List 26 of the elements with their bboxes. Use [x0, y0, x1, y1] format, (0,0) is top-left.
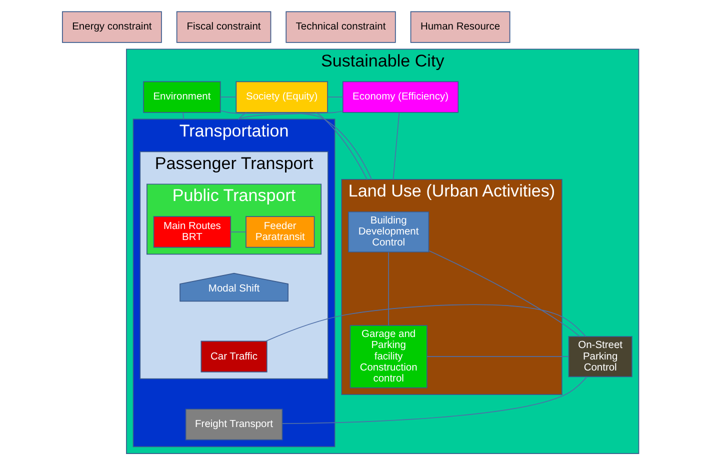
connector	[237, 110, 343, 120]
connector	[220, 96, 236, 98]
node-box: Main Routes BRT	[152, 216, 231, 248]
connector	[392, 112, 400, 180]
connector	[281, 376, 587, 424]
node-box: Car Traffic	[200, 340, 267, 372]
connector	[265, 304, 586, 342]
connector	[326, 96, 343, 98]
connector	[220, 110, 372, 180]
connector	[182, 112, 184, 120]
connector	[426, 356, 568, 358]
node-box: Feeder Paratransit	[245, 216, 314, 248]
node-box: Fiscal constraint	[176, 11, 271, 43]
node-box: Building Development Control	[348, 211, 429, 252]
node-box: On-Street Parking Control	[568, 336, 632, 378]
connector	[237, 112, 246, 120]
node-box: Energy constraint	[61, 11, 162, 43]
node-box: Freight Transport	[184, 408, 282, 440]
node-box: Society (Equity)	[235, 81, 328, 113]
node-box: Human Resource	[410, 11, 510, 43]
node-box: Environment	[142, 81, 220, 113]
node-box: Economy (Efficiency)	[342, 81, 458, 113]
connector	[314, 112, 367, 180]
node-box: Garage and Parking facility Construction control	[349, 325, 427, 388]
node-box: Technical constraint	[285, 11, 396, 43]
connector	[428, 250, 580, 337]
